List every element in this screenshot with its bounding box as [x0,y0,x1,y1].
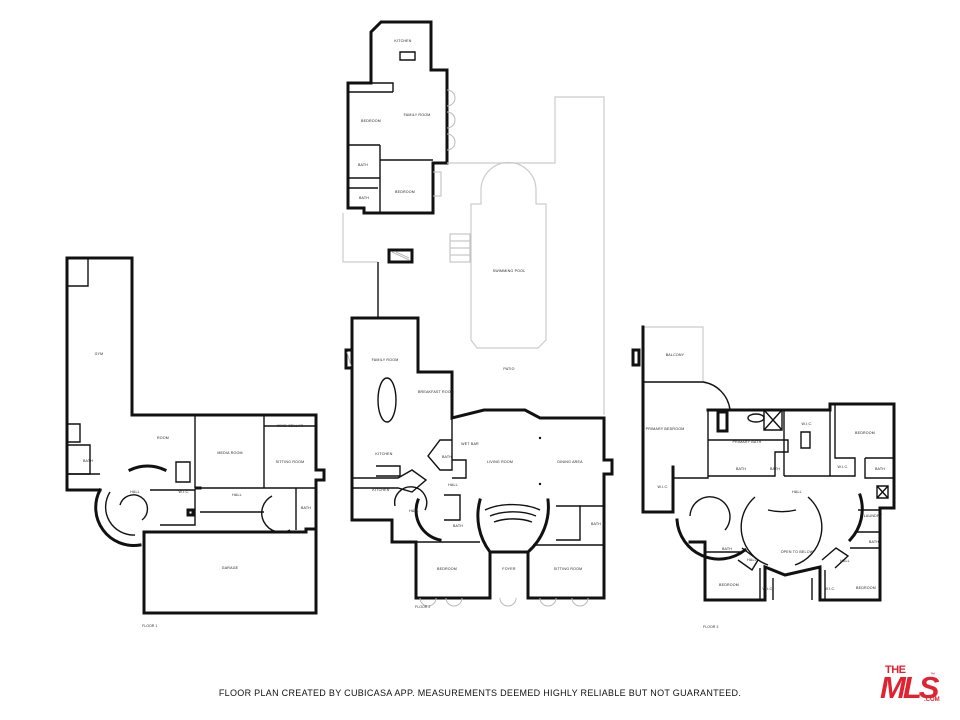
logo-trademark: ™ [930,672,935,678]
room-label: BATH [591,522,601,526]
room-label: BATH [722,547,732,551]
room-label: HALL [130,490,140,494]
room-label: GARAGE [222,566,239,570]
room-label: BEDROOM [361,119,381,123]
room-label: HALL [448,483,458,487]
room-label: PRIMARY BATH [733,440,762,444]
room-label: BEDROOM [855,431,875,435]
room-label: W.I.C. [179,490,190,494]
room-label: W.I.C. [802,422,813,426]
room-label: SITTING ROOM [276,460,305,464]
room-label: W.I.C. [825,587,836,591]
room-label: BATH [736,467,746,471]
room-label: BATH [875,467,885,471]
room-label: GYM [95,352,104,356]
room-label: LIVING ROOM [487,460,513,464]
room-label: BATH [358,163,368,167]
room-label: PRIMARY BEDROOM [646,427,685,431]
room-label: WINE CELLAR [277,424,304,428]
room-label: ROOM [157,436,169,440]
floor-label: FLOOR 2 [415,605,430,609]
room-label: W.I.C. [838,465,849,469]
room-label: BEDROOM [719,583,739,587]
floor-3-plan: BALCONY PRIMARY BEDROOM PRIMARY BATH W.I… [631,325,896,629]
logo-mls: MLS [880,670,939,705]
room-label: MEDIA ROOM [217,451,242,455]
room-label: BEDROOM [395,190,415,194]
room-label: KITCHEN [375,452,392,456]
room-label: BATH [83,459,93,463]
room-label: KITCHEN [372,488,389,492]
logo-the: THE [885,664,906,676]
disclaimer-text: FLOOR PLAN CREATED BY CUBICASA APP. MEAS… [218,688,742,698]
floor-label: FLOOR 1 [142,624,157,628]
room-label: FAMILY ROOM [404,113,431,117]
floor-2-plan: FAMILY ROOM BREAKFAST ROOM KITCHEN KITCH… [344,316,614,609]
room-label: HALL [747,558,757,562]
room-label: BALCONY [666,353,685,357]
outdoor-area: SWIMMING POOL PATIO [342,96,605,415]
room-label: SITTING ROOM [554,567,583,571]
room-label: BEDROOM [437,567,457,571]
room-label: FOYER [502,567,516,571]
room-label: DINING AREA [557,460,583,464]
the-mls-logo: THE MLS ™ .COM [876,662,946,708]
room-label: FAMILY ROOM [372,358,399,362]
room-label: BATH [453,524,463,528]
room-label: W.I.C. [763,587,774,591]
room-label: BATH [770,467,780,471]
patio-label: PATIO [503,367,514,371]
room-label: HALL [409,509,419,513]
room-label: KITCHEN [394,39,411,43]
room-label: BATH [442,455,452,459]
room-label: HALL [232,493,242,497]
floor-label: FLOOR 3 [703,625,718,629]
room-label: W.I.C. [658,485,669,489]
guest-house-plan: KITCHEN FAMILY ROOM BEDROOM BATH BATH BE… [346,20,456,215]
room-label: HALL [792,490,802,494]
room-label: OPEN TO BELOW [781,550,814,554]
logo-com: .COM [924,697,940,703]
room-label: HALL [840,559,850,563]
room-label: LAUNDRY [864,514,883,518]
pool-label: SWIMMING POOL [493,269,526,273]
room-label: BEDROOM [856,586,876,590]
room-label: WET BAR [461,442,479,446]
room-label: BATH [869,540,879,544]
room-label: BREAKFAST ROOM [418,390,454,394]
room-label: BATH [301,506,311,510]
room-label: BATH [359,196,369,200]
floor-1-plan: GYM BATH ROOM MEDIA ROOM WINE CELLAR SIT… [65,256,326,628]
